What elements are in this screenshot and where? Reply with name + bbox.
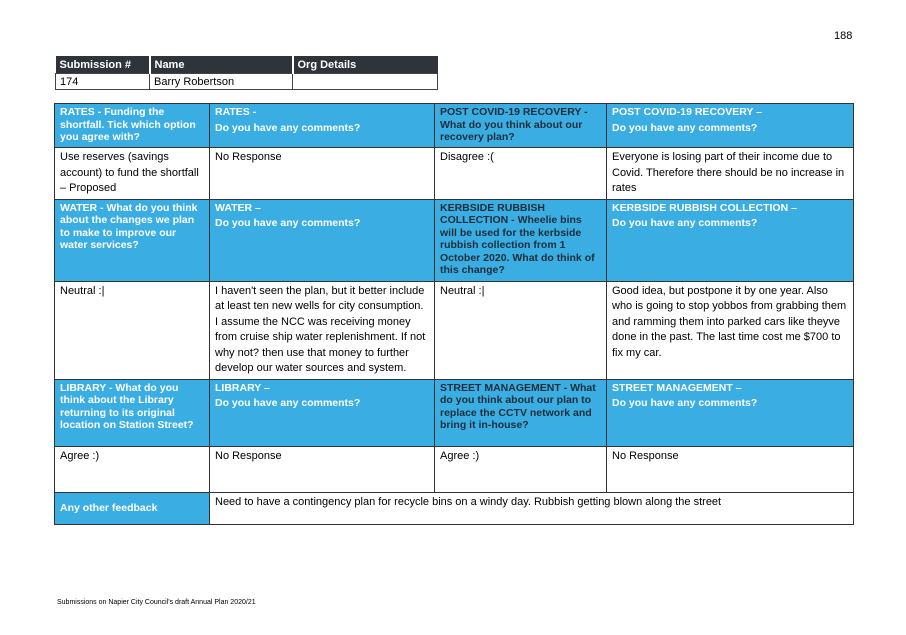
water-comment-prompt: Do you have any comments?	[215, 217, 361, 229]
kerbside-comment: Good idea, but postpone it by one year. …	[606, 280, 854, 380]
rates-question: - Funding the shortfall. Tick which opti…	[60, 106, 196, 143]
water-question: - What do you think about the changes we…	[60, 201, 198, 252]
submission-header-row: Submission # Name Org Details	[55, 56, 438, 74]
library-answer: Agree :)	[54, 445, 210, 493]
kerbside-topic: KERBSIDE RUBBISH COLLECTION	[440, 201, 546, 227]
header-name: Name	[149, 56, 294, 74]
submission-info-table: Submission # Name Org Details 174 Barry …	[55, 56, 438, 90]
library-comment-prompt: Do you have any comments?	[215, 397, 361, 409]
library-topic: LIBRARY	[60, 381, 107, 394]
street-comment-prompt: Do you have any comments?	[612, 397, 758, 409]
library-question: - What do you think about the Library re…	[60, 381, 194, 432]
covid-comment-prompt: Do you have any comments?	[612, 121, 758, 134]
water-kerbside-answer-row: Neutral :| I haven't seen the plan, but …	[54, 280, 854, 380]
water-comment-title: WATER –	[215, 201, 261, 214]
rates-answer: Use reserves (savings account) to fund t…	[54, 147, 210, 200]
rates-question-cell: RATES - Funding the shortfall. Tick whic…	[54, 103, 210, 148]
page-number: 188	[834, 30, 853, 42]
submitter-name: Barry Robertson	[149, 73, 293, 90]
rates-topic: RATES	[60, 106, 95, 118]
water-topic: WATER	[60, 201, 98, 214]
street-topic: STREET MANAGEMENT	[440, 381, 561, 394]
library-comment-header: LIBRARY – Do you have any comments?	[209, 378, 435, 447]
covid-question: - What do you think about our recovery p…	[440, 106, 588, 143]
kerbside-question-cell: KERBSIDE RUBBISH COLLECTION - Wheelie bi…	[434, 198, 607, 282]
water-question-cell: WATER - What do you think about the chan…	[54, 198, 210, 282]
water-comment-header: WATER – Do you have any comments?	[209, 198, 435, 282]
rates-covid-answer-row: Use reserves (savings account) to fund t…	[54, 147, 854, 200]
covid-topic: POST COVID-19 RECOVERY	[440, 106, 582, 118]
water-comment: I haven't seen the plan, but it better i…	[209, 280, 435, 380]
org-details	[292, 73, 438, 90]
submission-responses-table: RATES - Funding the shortfall. Tick whic…	[54, 103, 854, 525]
street-comment-title: STREET MANAGEMENT –	[612, 381, 742, 394]
street-answer: Agree :)	[434, 445, 607, 493]
submission-number: 174	[55, 73, 150, 90]
covid-comment-header: POST COVID-19 RECOVERY – Do you have any…	[606, 103, 854, 148]
submission-data-row: 174 Barry Robertson	[55, 73, 438, 90]
other-feedback-text: Need to have a contingency plan for recy…	[209, 491, 854, 525]
header-submission-number: Submission #	[55, 56, 151, 74]
rates-comment-prompt: Do you have any comments?	[215, 121, 361, 134]
library-street-answer-row: Agree :) No Response Agree :) No Respons…	[54, 445, 854, 493]
header-org-details: Org Details	[292, 56, 438, 74]
library-comment: No Response	[209, 445, 435, 493]
covid-comment-title: POST COVID-19 RECOVERY –	[612, 106, 762, 118]
other-feedback-row: Any other feedback Need to have a contin…	[54, 491, 854, 525]
kerbside-comment-title: KERBSIDE RUBBISH COLLECTION –	[612, 201, 797, 214]
street-comment-header: STREET MANAGEMENT – Do you have any comm…	[606, 378, 854, 447]
water-kerbside-header-row: WATER - What do you think about the chan…	[54, 198, 854, 282]
library-comment-title: LIBRARY –	[215, 381, 270, 394]
footer-text: Submissions on Napier City Council's dra…	[57, 599, 256, 606]
rates-comment-header: RATES - Do you have any comments?	[209, 103, 435, 148]
street-question: - What do you think about our plan to re…	[440, 381, 596, 432]
street-question-cell: STREET MANAGEMENT - What do you think ab…	[434, 378, 607, 447]
library-street-header-row: LIBRARY - What do you think about the Li…	[54, 378, 854, 447]
street-comment: No Response	[606, 445, 854, 493]
covid-comment: Everyone is losing part of their income …	[606, 147, 854, 200]
rates-comment-title: RATES -	[215, 106, 257, 118]
kerbside-comment-header: KERBSIDE RUBBISH COLLECTION – Do you hav…	[606, 198, 854, 282]
other-feedback-label: Any other feedback	[54, 491, 210, 525]
kerbside-question: - Wheelie bins will be used for the kerb…	[440, 214, 595, 276]
kerbside-comment-prompt: Do you have any comments?	[612, 217, 758, 229]
kerbside-answer: Neutral :|	[434, 280, 607, 380]
rates-comment: No Response	[209, 147, 435, 200]
water-answer: Neutral :|	[54, 280, 210, 380]
library-question-cell: LIBRARY - What do you think about the Li…	[54, 378, 210, 447]
covid-answer: Disagree :(	[434, 147, 607, 200]
rates-covid-header-row: RATES - Funding the shortfall. Tick whic…	[54, 103, 854, 148]
covid-question-cell: POST COVID-19 RECOVERY - What do you thi…	[434, 103, 607, 148]
